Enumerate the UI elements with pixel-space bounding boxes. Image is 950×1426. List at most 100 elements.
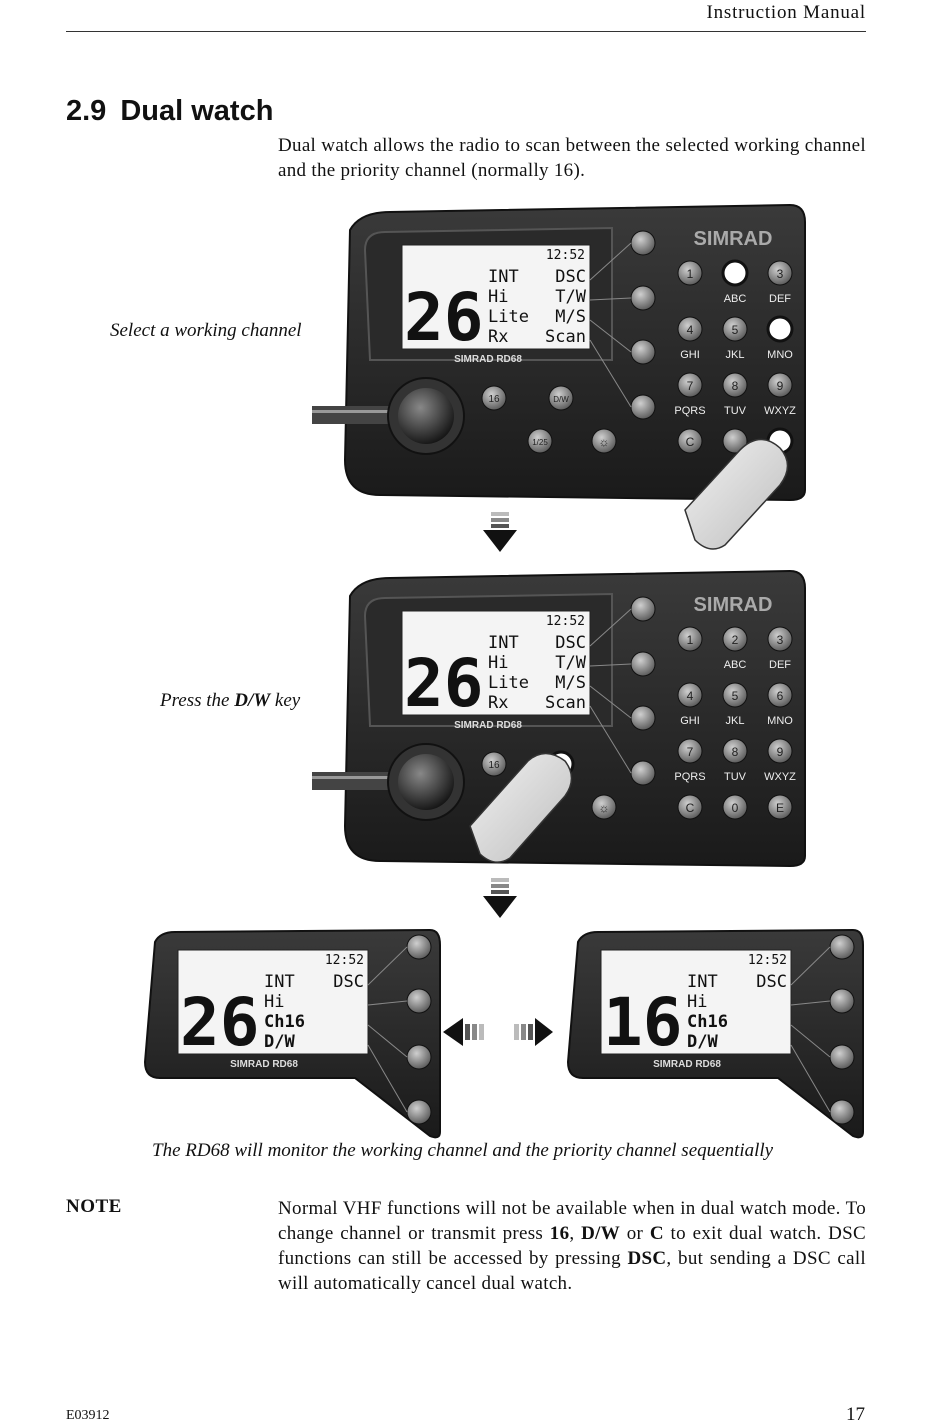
radio-unit-step1: 12:52 26 INT Hi Lite Rx DSC T/W M/S Scan… [312, 203, 806, 550]
lcd-time: 12:52 [546, 614, 585, 629]
key-8[interactable] [722, 372, 748, 398]
key-e[interactable] [767, 794, 793, 820]
lcd-time: 12:52 [748, 953, 787, 968]
soft-key-3[interactable] [406, 1044, 432, 1070]
lcd-mode-right-4: Scan [545, 693, 586, 713]
key-1[interactable] [677, 260, 703, 286]
caption-dual-monitor: The RD68 will monitor the working channe… [152, 1140, 774, 1161]
key-label: 9 [777, 379, 784, 393]
lcd-mode-right-3: M/S [555, 307, 586, 327]
key-5[interactable] [722, 316, 748, 342]
soft-key-2[interactable] [829, 988, 855, 1014]
cable [312, 772, 392, 790]
key-label: 6 [777, 689, 784, 703]
lcd-mode-left-1: INT [488, 633, 519, 653]
key-2[interactable] [721, 259, 749, 287]
key-c[interactable] [677, 428, 703, 454]
lcd-time: 12:52 [325, 953, 364, 968]
lcd-time: 12:52 [546, 248, 585, 263]
finger-pointer [684, 438, 789, 550]
key-letters: ABC [724, 659, 747, 671]
soft-key-4[interactable] [630, 760, 656, 786]
key-16[interactable] [481, 751, 507, 777]
soft-key-1[interactable] [829, 934, 855, 960]
soft-key-2[interactable] [630, 651, 656, 677]
lcd-screen [401, 244, 591, 350]
note-text: to exit dual watch. DSC functions can st… [278, 1223, 866, 1269]
key-9[interactable] [767, 372, 793, 398]
key-dw[interactable] [548, 385, 574, 411]
header-rule [66, 31, 866, 32]
key-light[interactable] [591, 428, 617, 454]
key-16-label: 16 [488, 394, 500, 405]
key-letters: MNO [767, 349, 793, 361]
key-label: 3 [777, 633, 784, 647]
note-key: C [649, 1223, 664, 1244]
lcd-mode-right-4: Scan [545, 327, 586, 347]
lcd-mode-left-2: Hi [488, 653, 508, 673]
key-3[interactable] [767, 260, 793, 286]
key-2[interactable] [722, 626, 748, 652]
arrow-right-icon [514, 1018, 553, 1046]
lcd-mode-right-2: T/W [555, 287, 586, 307]
key-label: 9 [777, 745, 784, 759]
lcd-line-4: D/W [687, 1032, 718, 1052]
soft-key-column [589, 596, 656, 786]
soft-key-4[interactable] [630, 394, 656, 420]
key-6[interactable] [767, 682, 793, 708]
key-5[interactable] [722, 682, 748, 708]
soft-key-1[interactable] [406, 934, 432, 960]
key-16[interactable] [481, 385, 507, 411]
key-9[interactable] [767, 738, 793, 764]
key-label: 7 [687, 745, 694, 759]
key-label: E [776, 801, 784, 815]
key-label: 4 [687, 689, 694, 703]
key-dw-label: D/W [553, 395, 569, 404]
soft-key-3[interactable] [630, 339, 656, 365]
section-number: 2.9 [66, 95, 107, 127]
lcd-mode-left-3: Lite [488, 307, 529, 327]
keypad: 1 ABC 3 DEF 4 GHI 5 JKL MNO 7 PQRS 8 TUV… [674, 259, 796, 455]
key-0[interactable] [722, 794, 748, 820]
key-power[interactable] [527, 428, 553, 454]
soft-key-3[interactable] [829, 1044, 855, 1070]
soft-key-4[interactable] [406, 1099, 432, 1125]
key-4[interactable] [677, 316, 703, 342]
key-letters: DEF [769, 659, 791, 671]
caption-press-dw: Press the D/W key [160, 690, 300, 712]
key-3[interactable] [767, 626, 793, 652]
key-8[interactable] [722, 738, 748, 764]
soft-key-4[interactable] [829, 1099, 855, 1125]
note-body: Normal VHF functions will not be availab… [278, 1196, 866, 1296]
key-c[interactable] [677, 794, 703, 820]
key-light[interactable] [591, 794, 617, 820]
display-panel-priority-channel: 12:52 16 INT Hi Ch16 D/W DSC SIMRAD RD68 [566, 928, 864, 1139]
key-7[interactable] [677, 738, 703, 764]
intro-paragraph: Dual watch allows the radio to scan betw… [278, 135, 866, 181]
key-4[interactable] [677, 682, 703, 708]
key-letters: TUV [724, 771, 747, 783]
lcd-mode-right-2: T/W [555, 653, 586, 673]
lcd-mode-right-3: M/S [555, 673, 586, 693]
key-label: 0 [732, 801, 739, 815]
key-power-label: 1/25 [532, 438, 548, 447]
finger-pointer [469, 752, 573, 863]
key-0[interactable] [722, 428, 748, 454]
lcd-line-1: INT [264, 972, 295, 992]
soft-key-1[interactable] [630, 230, 656, 256]
arrow-down-icon [483, 512, 517, 552]
key-1[interactable] [677, 626, 703, 652]
lcd-channel: 26 [404, 645, 483, 722]
key-6[interactable] [766, 315, 794, 343]
key-7[interactable] [677, 372, 703, 398]
soft-key-2[interactable] [630, 285, 656, 311]
lcd-mode-left-1: INT [488, 267, 519, 287]
soft-key-1[interactable] [630, 596, 656, 622]
lcd-mode-left-4: Rx [488, 693, 508, 713]
key-letters: GHI [680, 349, 700, 361]
key-label: 1 [687, 267, 694, 281]
soft-key-2[interactable] [406, 988, 432, 1014]
soft-key-3[interactable] [630, 705, 656, 731]
key-letters: MNO [767, 715, 793, 727]
